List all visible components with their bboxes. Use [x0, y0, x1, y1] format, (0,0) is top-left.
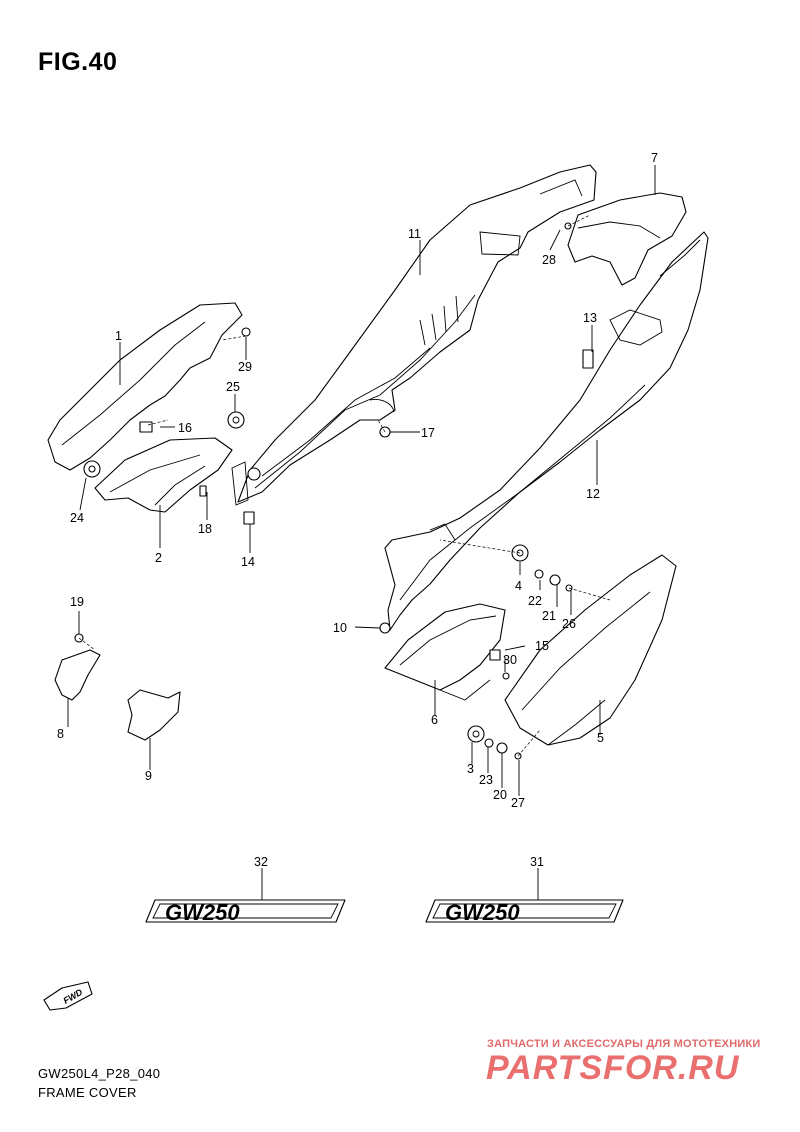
callout-26: 26 [562, 617, 576, 631]
callout-3: 3 [467, 762, 474, 776]
diagram-code: GW250L4_P28_040 [38, 1066, 161, 1081]
part-2-bracket [94, 437, 233, 513]
callout-24: 24 [70, 511, 84, 525]
fwd-arrow-icon: FWD [43, 981, 93, 1011]
part-9-bracket [127, 689, 181, 741]
part-5-side-cover [504, 554, 677, 746]
callout-12: 12 [586, 487, 600, 501]
callout-21: 21 [542, 609, 556, 623]
diagram-name: FRAME COVER [38, 1085, 137, 1100]
callout-13: 13 [583, 311, 597, 325]
callout-4: 4 [515, 579, 522, 593]
callout-5: 5 [597, 731, 604, 745]
part-11-frame-cover-left [231, 164, 597, 506]
part-8-bracket [54, 649, 101, 701]
callout-32: 32 [254, 855, 268, 869]
callout-7: 7 [651, 151, 658, 165]
part-6-bracket [384, 603, 506, 701]
callout-27: 27 [511, 796, 525, 810]
callout-20: 20 [493, 788, 507, 802]
emblem-31-text: GW250 [445, 900, 520, 925]
callout-11: 11 [408, 227, 421, 241]
callout-25: 25 [226, 380, 240, 394]
callout-30: 30 [503, 653, 517, 667]
callout-6: 6 [431, 713, 438, 727]
leader-lines [67, 165, 656, 900]
emblem-32: GW250 [145, 899, 346, 925]
callout-18: 18 [198, 522, 212, 536]
callout-1: 1 [115, 329, 122, 343]
callout-28: 28 [542, 253, 556, 267]
callout-8: 8 [57, 727, 64, 741]
part-7-tail-cover [567, 192, 687, 286]
emblem-31: GW250 [425, 899, 624, 925]
part-1-side-cover [47, 302, 243, 478]
figure-title: FIG.40 [38, 48, 118, 76]
callout-15: 15 [535, 639, 549, 653]
callout-10: 10 [333, 621, 347, 635]
callout-29: 29 [238, 360, 252, 374]
callout-labels: 1 2 3 4 5 6 7 8 9 10 11 12 13 14 15 16 1… [57, 151, 658, 869]
callout-9: 9 [145, 769, 152, 783]
assembly-lines [78, 214, 611, 757]
callout-2: 2 [155, 551, 162, 565]
callout-17: 17 [421, 426, 435, 440]
callout-22: 22 [528, 594, 542, 608]
emblem-32-text: GW250 [165, 900, 240, 925]
part-12-frame-cover-right [384, 231, 709, 631]
watermark-logo: PARTSFOR.RU [486, 1049, 740, 1087]
callout-16: 16 [178, 421, 192, 435]
callout-23: 23 [479, 773, 493, 787]
watermark-tagline: ЗАПЧАСТИ И АКСЕССУАРЫ ДЛЯ МОТОТЕХНИКИ [487, 1038, 761, 1050]
callout-31: 31 [530, 855, 544, 869]
callout-19: 19 [70, 595, 84, 609]
callout-14: 14 [241, 555, 255, 569]
